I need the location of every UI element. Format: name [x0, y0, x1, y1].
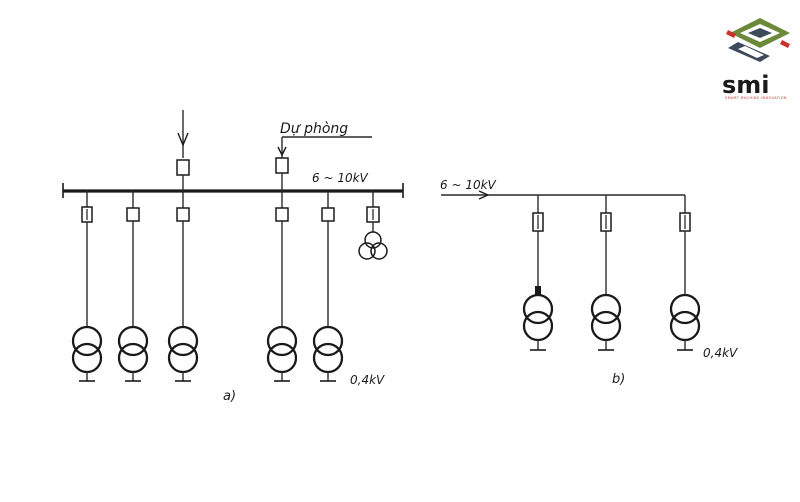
transformer-a-1-primary: [71, 325, 103, 357]
reserve-supply-arrow-icon: [277, 146, 287, 157]
transformer-a-2-secondary: [117, 342, 149, 374]
diagram-b-label: b): [612, 372, 625, 387]
smi-logo: smi SMART MACHINE INNOVATION: [722, 18, 790, 100]
feeder-a-3: [167, 191, 199, 382]
feeder-a-5: [312, 191, 344, 382]
diagram-b: 6 ~ 10kV: [440, 178, 738, 387]
transformer-a-4-secondary: [266, 342, 298, 374]
feeder-b-1: [522, 195, 554, 351]
transformer-a-1-secondary: [71, 342, 103, 374]
diagram-a-label: a): [223, 389, 236, 404]
output-voltage-label-b: 0,4kV: [703, 346, 738, 360]
logo-tagline: SMART MACHINE INNOVATION: [725, 96, 787, 100]
bus-voltage-label-a: 6 ~ 10kV: [312, 171, 369, 185]
breaker-a-4: [275, 207, 289, 222]
transformer-a-5-secondary: [312, 342, 344, 374]
transformer-b-3-secondary: [669, 310, 701, 342]
feeder-a-4: [266, 191, 298, 382]
transformer-a-3-primary: [167, 325, 199, 357]
supply-arrow-b-icon: [478, 190, 490, 200]
main-supply-breaker: [176, 159, 190, 176]
output-voltage-label-a: 0,4kV: [350, 373, 385, 387]
input-voltage-label-b: 6 ~ 10kV: [440, 178, 497, 192]
feeder-b-2: [590, 195, 622, 351]
transformer-a-4-primary: [266, 325, 298, 357]
reserve-supply-label: Dự phòng: [280, 121, 348, 137]
main-supply-arrow-icon: [177, 132, 189, 147]
cable-terminal-b-1: [535, 286, 541, 295]
transformer-b-2-secondary: [590, 310, 622, 342]
transformer-b-3-primary: [669, 293, 701, 325]
transformer-a-5-primary: [312, 325, 344, 357]
logo-icon: [726, 18, 790, 62]
aux-transformer-coil-left: [358, 242, 376, 260]
transformer-b-1-primary: [522, 293, 554, 325]
feeder-a-1: [71, 191, 103, 382]
transformer-b-2-primary: [590, 293, 622, 325]
diagram-a: Dự phòng 6 ~ 10kV: [62, 110, 404, 404]
transformer-a-3-secondary: [167, 342, 199, 374]
aux-transformer-coil-right: [370, 242, 388, 260]
breaker-a-3: [176, 207, 190, 222]
main-supply-feeder: [176, 110, 190, 191]
reserve-supply-breaker: [275, 157, 289, 174]
feeder-b-3: [669, 195, 701, 351]
breaker-a-2: [126, 207, 140, 222]
reserve-supply-feeder: Dự phòng: [275, 121, 372, 191]
transformer-a-2-primary: [117, 325, 149, 357]
feeder-a-6: [358, 191, 388, 260]
feeder-a-2: [117, 191, 149, 382]
aux-transformer-coil-top: [364, 231, 382, 249]
logo-text: smi: [722, 71, 770, 99]
breaker-a-5: [321, 207, 335, 222]
transformer-b-1-secondary: [522, 310, 554, 342]
